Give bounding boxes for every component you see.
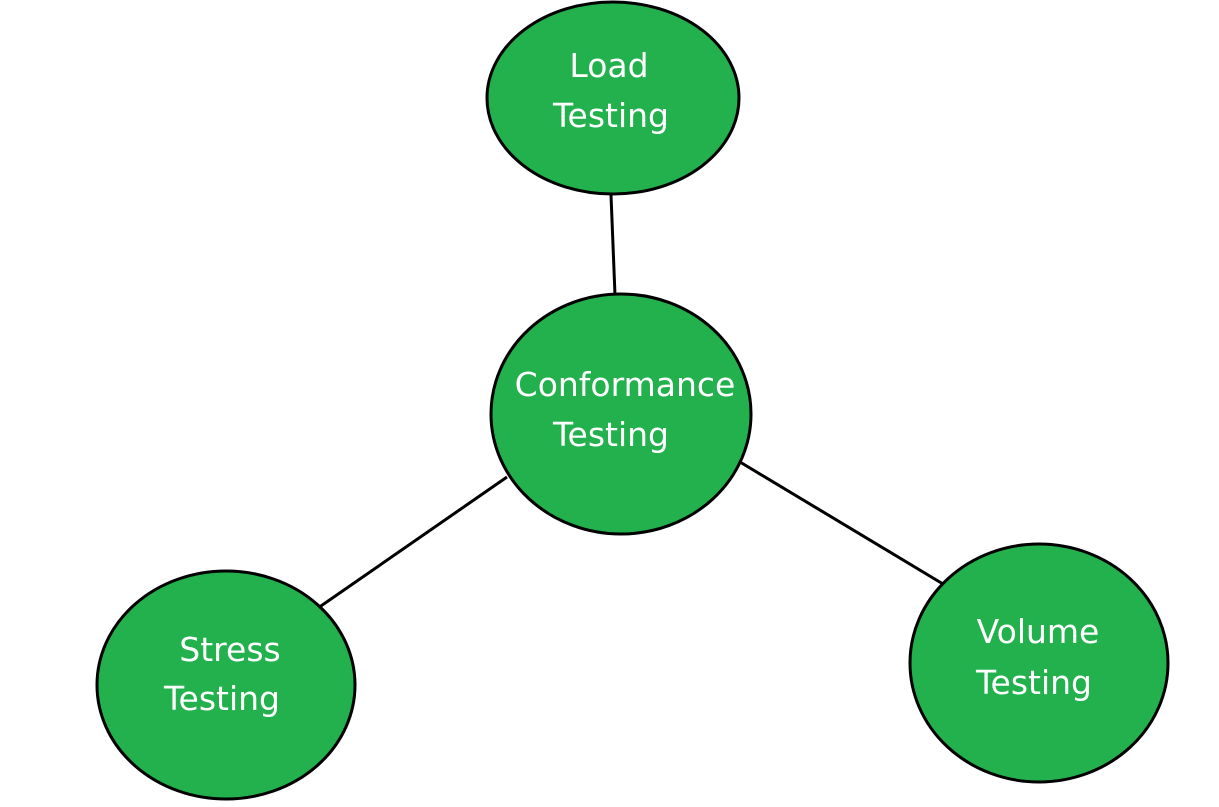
node-volume-testing-line1: Volume [977, 612, 1100, 651]
node-stress-testing-shape [95, 569, 357, 801]
node-load-testing-shape [485, 0, 741, 196]
node-volume-testing: Volume Testing [908, 542, 1170, 784]
edge-center-to-volume [739, 460, 944, 586]
node-load-testing-line1: Load [569, 46, 648, 85]
node-conformance-testing-line1: Conformance [515, 365, 736, 404]
edge-center-to-load [609, 194, 617, 296]
node-conformance-testing: Conformance Testing [489, 292, 753, 536]
node-volume-testing-shape [908, 542, 1170, 784]
node-stress-testing-line1: Stress [179, 630, 280, 669]
node-load-testing-line2: Testing [552, 96, 669, 135]
node-conformance-testing-line2: Testing [552, 415, 669, 454]
node-load-testing: Load Testing [485, 0, 741, 196]
node-stress-testing: Stress Testing [95, 569, 357, 801]
node-conformance-testing-shape [489, 292, 753, 536]
node-stress-testing-line2: Testing [163, 679, 280, 718]
edge-center-to-stress [317, 475, 508, 610]
node-volume-testing-line2: Testing [975, 663, 1092, 702]
